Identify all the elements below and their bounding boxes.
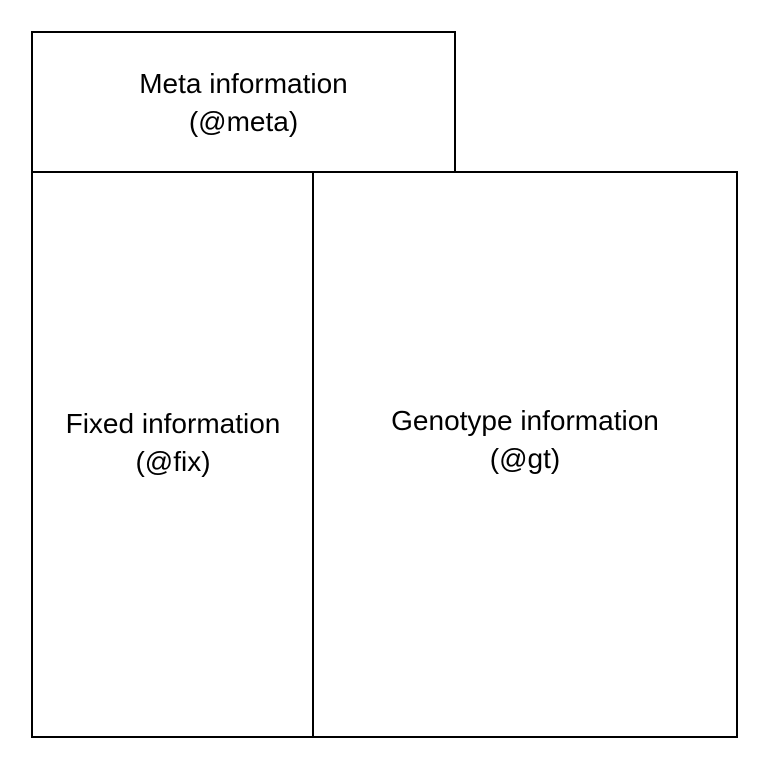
meta-information-box: Meta information (@meta) [31,31,456,174]
fixed-information-label: Fixed information (@fix) [66,405,281,481]
genotype-information-label: Genotype information (@gt) [391,402,659,478]
genotype-information-slot: (@gt) [489,442,561,474]
meta-information-title: Meta information [139,67,348,99]
meta-information-label: Meta information (@meta) [139,65,348,141]
fixed-information-title: Fixed information [65,407,281,439]
fixed-information-slot: (@fix) [135,445,211,477]
fixed-information-box: Fixed information (@fix) [31,171,315,738]
genotype-information-box: Genotype information (@gt) [312,171,738,738]
genotype-information-title: Genotype information [391,404,659,436]
meta-information-slot: (@meta) [188,105,299,137]
